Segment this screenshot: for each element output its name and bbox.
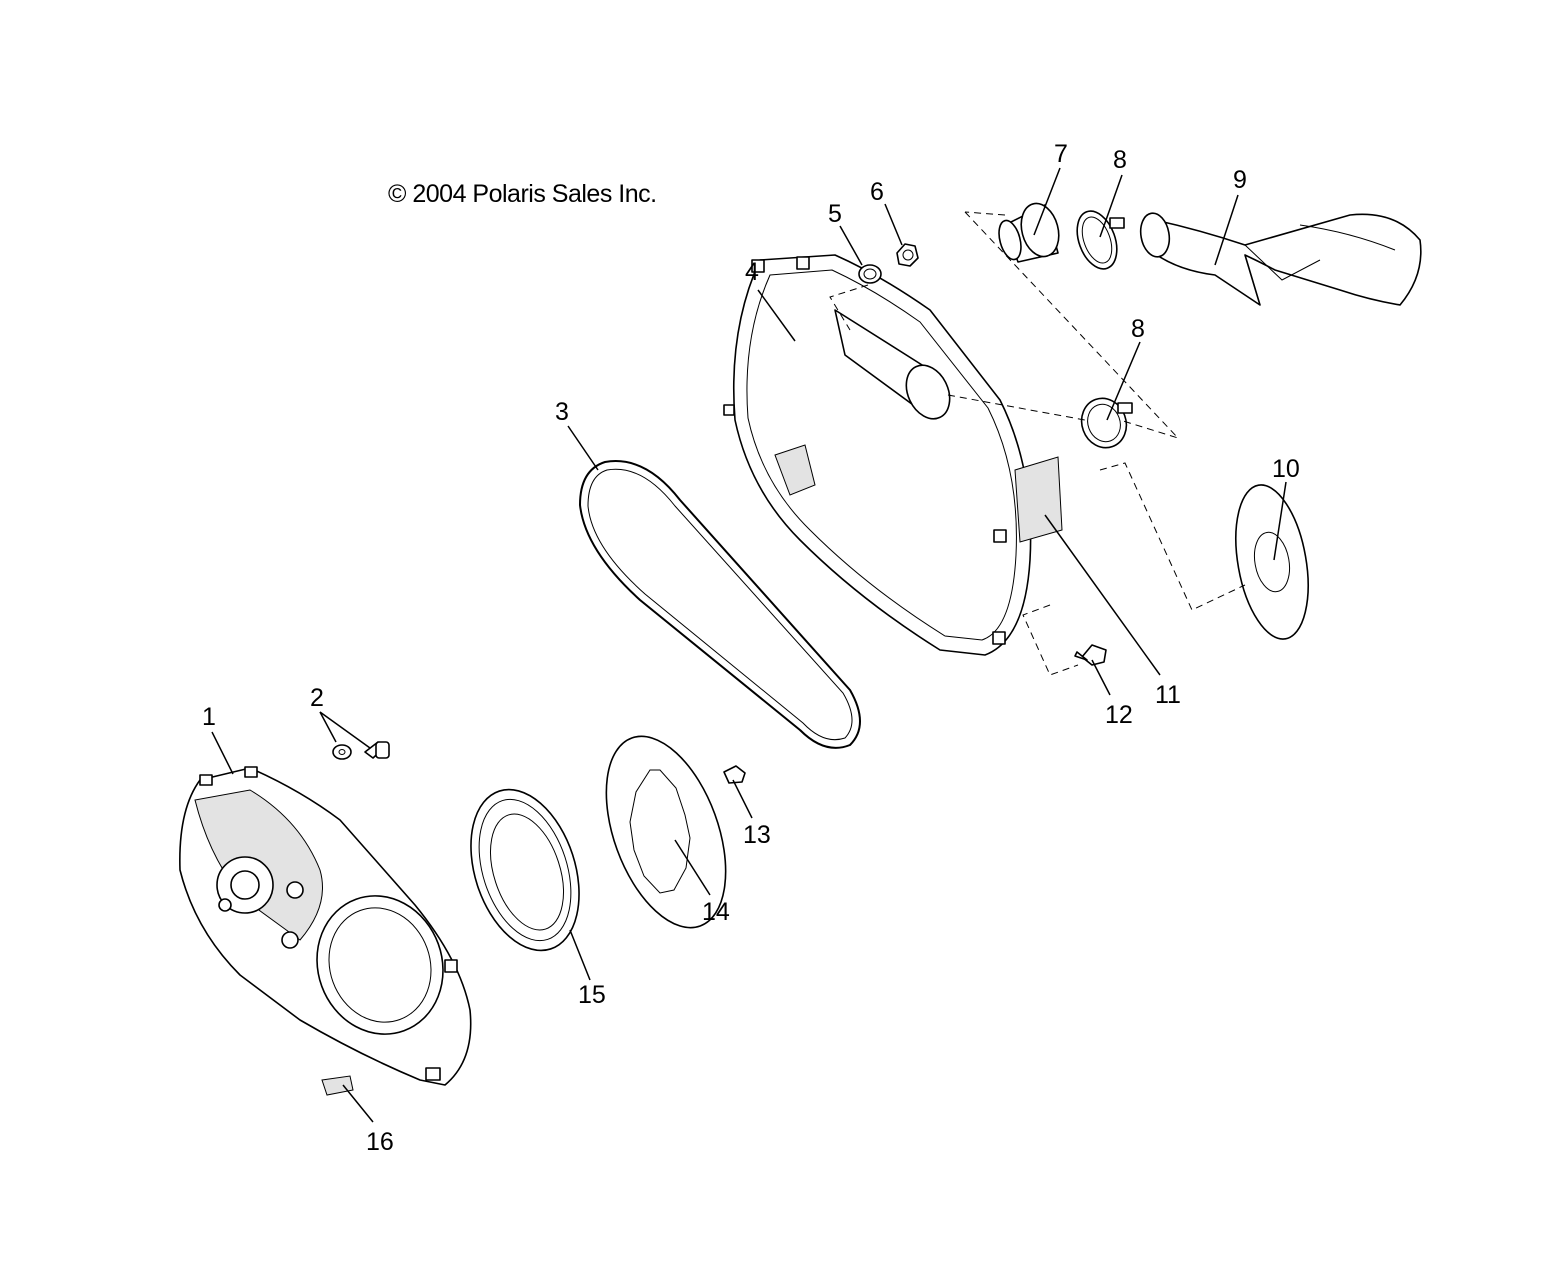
- part-14-plate[interactable]: [583, 720, 749, 944]
- callout-8b: 8: [1131, 315, 1145, 343]
- callout-8: 8: [1113, 146, 1127, 174]
- callout-14: 14: [702, 898, 730, 926]
- part-6-plug[interactable]: [896, 243, 919, 267]
- part-13-screw[interactable]: [723, 765, 746, 784]
- callout-12: 12: [1105, 701, 1133, 729]
- part-16-decal[interactable]: [321, 1075, 354, 1096]
- callout-3: 3: [555, 398, 569, 426]
- part-2-bolt-washer[interactable]: [332, 741, 390, 760]
- callout-7: 7: [1054, 140, 1068, 168]
- callout-2: 2: [310, 684, 324, 712]
- part-1-inner-cover[interactable]: [179, 766, 472, 1086]
- part-8-hose-clamp-upper[interactable]: [1070, 206, 1125, 275]
- callout-11: 11: [1155, 681, 1181, 709]
- callout-9: 9: [1233, 166, 1247, 194]
- callout-leaders: [211, 167, 1287, 1123]
- part-4-outer-cover[interactable]: [723, 254, 1063, 656]
- callout-15: 15: [578, 981, 606, 1009]
- part-7-duct-coupler[interactable]: [995, 199, 1064, 263]
- part-15-clutch-seal[interactable]: [452, 776, 598, 965]
- callout-4: 4: [745, 258, 759, 286]
- part-8-hose-clamp-lower[interactable]: [1075, 392, 1133, 454]
- copyright-notice: © 2004 Polaris Sales Inc.: [388, 180, 657, 208]
- callout-16: 16: [366, 1128, 394, 1156]
- part-5-o-ring[interactable]: [858, 264, 882, 284]
- callout-13: 13: [743, 821, 771, 849]
- callout-1: 1: [202, 703, 216, 731]
- callout-10: 10: [1272, 455, 1300, 483]
- part-12-screw[interactable]: [1074, 644, 1107, 666]
- callout-labels: 1 2 3 4 5 6 7 8 8 9 10 11 12 13 14 15 16: [202, 140, 1300, 1156]
- part-9-intake-duct[interactable]: [1137, 211, 1422, 306]
- callout-5: 5: [828, 200, 842, 228]
- callout-6: 6: [870, 178, 884, 206]
- part-3-drive-belt[interactable]: [579, 460, 861, 749]
- part-10-washer[interactable]: [1225, 479, 1319, 644]
- assembly-lines: [829, 211, 1246, 676]
